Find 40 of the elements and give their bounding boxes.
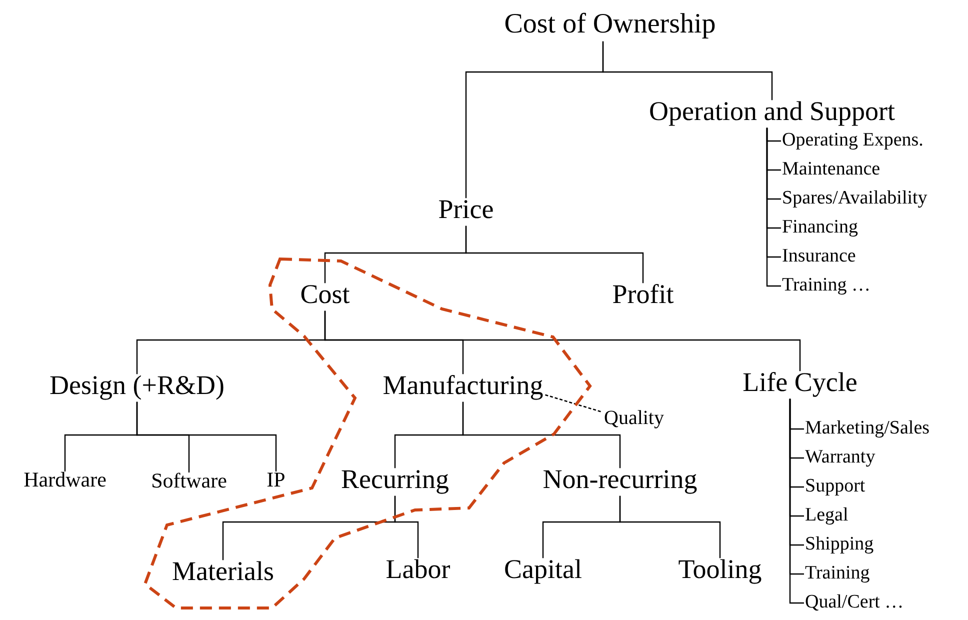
category-label: Capital (504, 555, 582, 585)
category-label: Profit (612, 280, 674, 310)
category-label: Training … (782, 276, 871, 296)
category-label: IP (266, 468, 286, 492)
category-label: Shipping (805, 534, 874, 556)
category-label: Marketing/Sales (805, 418, 930, 440)
dotted-connector (545, 394, 602, 413)
connector-line (462, 402, 621, 468)
category-label: Price (438, 195, 494, 225)
category-label: Spares/Availability (782, 188, 928, 210)
category-label: Operation and Support (649, 97, 895, 127)
connector-line (619, 496, 721, 558)
category-label: Cost (300, 280, 350, 310)
category-label: Qual/Cert … (805, 592, 904, 614)
category-label: Maintenance (782, 160, 880, 180)
category-label: Warranty (805, 448, 876, 468)
category-label: Legal (805, 506, 848, 526)
category-label: Cost of Ownership (504, 10, 716, 40)
category-label: Manufacturing (382, 371, 544, 401)
category-label: Labor (386, 555, 450, 585)
category-label: Tooling (678, 555, 762, 585)
connector-line (136, 402, 277, 472)
category-label: Hardware (24, 468, 106, 492)
category-label: Materials (172, 557, 274, 587)
category-label: Support (805, 476, 866, 498)
category-label: Software (151, 469, 227, 493)
category-label: Non-recurring (542, 465, 698, 495)
category-label: Life Cycle (742, 368, 858, 398)
category-label: Financing (782, 218, 858, 238)
category-label: Design (+R&D) (50, 371, 224, 401)
category-label: Operating Expens. (782, 130, 924, 152)
connector-line (324, 310, 801, 372)
connector-line (766, 128, 781, 287)
connector-line (394, 496, 419, 558)
connector-line (465, 41, 604, 198)
category-label: Recurring (341, 465, 449, 495)
connector-line (465, 226, 644, 284)
category-label: Training (805, 564, 870, 584)
category-label: Insurance (782, 246, 856, 268)
category-label: Quality (604, 407, 664, 429)
